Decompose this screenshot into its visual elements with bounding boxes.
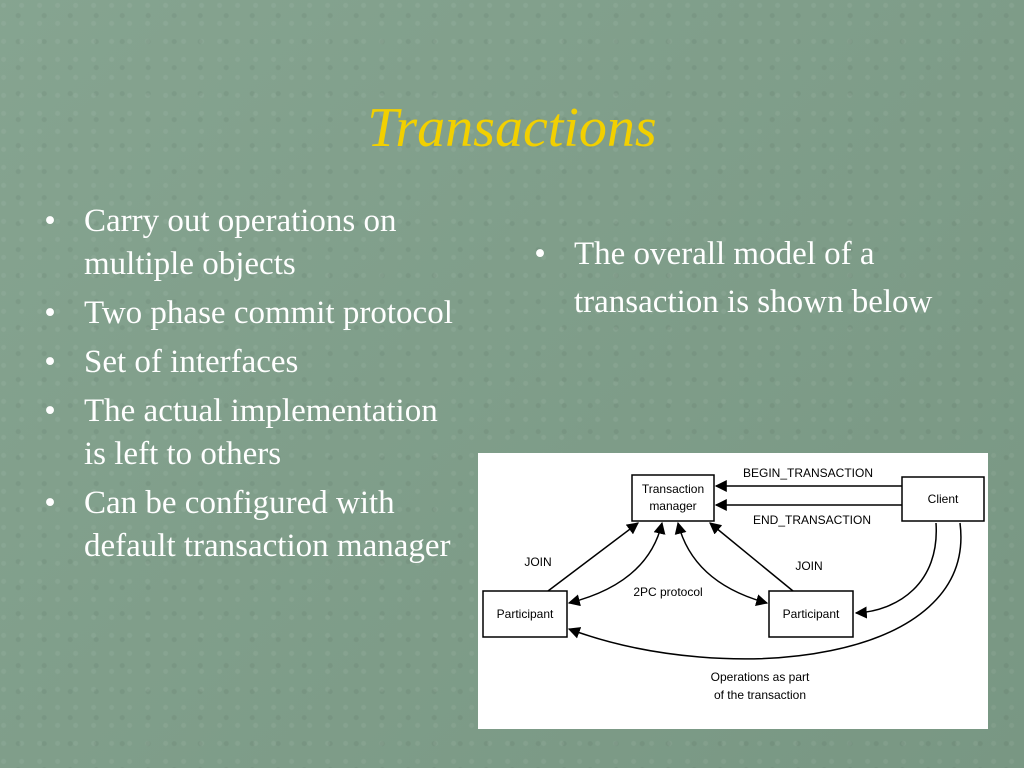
client-label: Client (928, 492, 959, 506)
participant-left-box (482, 590, 568, 638)
join-left-arrow (547, 522, 639, 592)
join-right-label: JOIN (795, 559, 822, 573)
bullet-dot: • (44, 344, 56, 380)
participant-left-label: Participant (497, 607, 554, 621)
left-bullet-list: • Carry out operations on multiple object… (40, 200, 460, 574)
begin-transaction-label: BEGIN_TRANSACTION (743, 466, 873, 480)
participant-right-box (768, 590, 854, 638)
twopc-left-curve (567, 521, 666, 607)
client-to-participant-right-curve (854, 522, 937, 619)
bullet-item: • Carry out operations on multiple object… (40, 200, 460, 286)
bullet-dot: • (44, 203, 56, 239)
slide-title: Transactions (367, 97, 657, 159)
bullet-dot: • (44, 393, 56, 429)
bullet-item: • The actual implementation is left to ot… (40, 390, 460, 476)
bullet-text: Carry out operations on multiple objects (84, 203, 397, 282)
transaction-manager-label-1: Transaction (642, 482, 704, 496)
end-transaction-label: END_TRANSACTION (753, 513, 871, 527)
bullet-item: • Set of interfaces (40, 341, 460, 384)
bullet-text: The overall model of a transaction is sh… (574, 236, 933, 320)
bullet-item: • The overall model of a transaction is s… (530, 230, 970, 326)
bullet-text: Set of interfaces (84, 344, 299, 380)
twopc-label: 2PC protocol (633, 585, 702, 599)
bullet-text: The actual implementation is left to oth… (84, 393, 438, 472)
bullet-dot: • (44, 295, 56, 331)
bullet-dot: • (534, 236, 546, 272)
transaction-manager-box (631, 474, 715, 522)
bullet-item: • Two phase commit protocol (40, 292, 460, 335)
right-bullet-list: • The overall model of a transaction is s… (530, 230, 970, 332)
transaction-model-diagram: Transaction manager Client Participant P… (478, 453, 988, 729)
twopc-right-curve (674, 521, 769, 606)
client-box (901, 476, 985, 522)
participant-right-label: Participant (783, 607, 840, 621)
bullet-text: Can be configured with default transacti… (84, 485, 451, 564)
bullet-dot: • (44, 485, 56, 521)
diagram-svg: Transaction manager Client Participant P… (482, 466, 985, 702)
operations-label-2: of the transaction (714, 688, 806, 702)
operations-label-1: Operations as part (711, 670, 810, 684)
bullet-text: Two phase commit protocol (84, 295, 453, 331)
transaction-manager-label-2: manager (649, 499, 696, 513)
join-left-label: JOIN (524, 555, 551, 569)
join-right-arrow (709, 522, 794, 592)
bullet-item: • Can be configured with default transact… (40, 482, 460, 568)
operations-curve (567, 522, 962, 660)
